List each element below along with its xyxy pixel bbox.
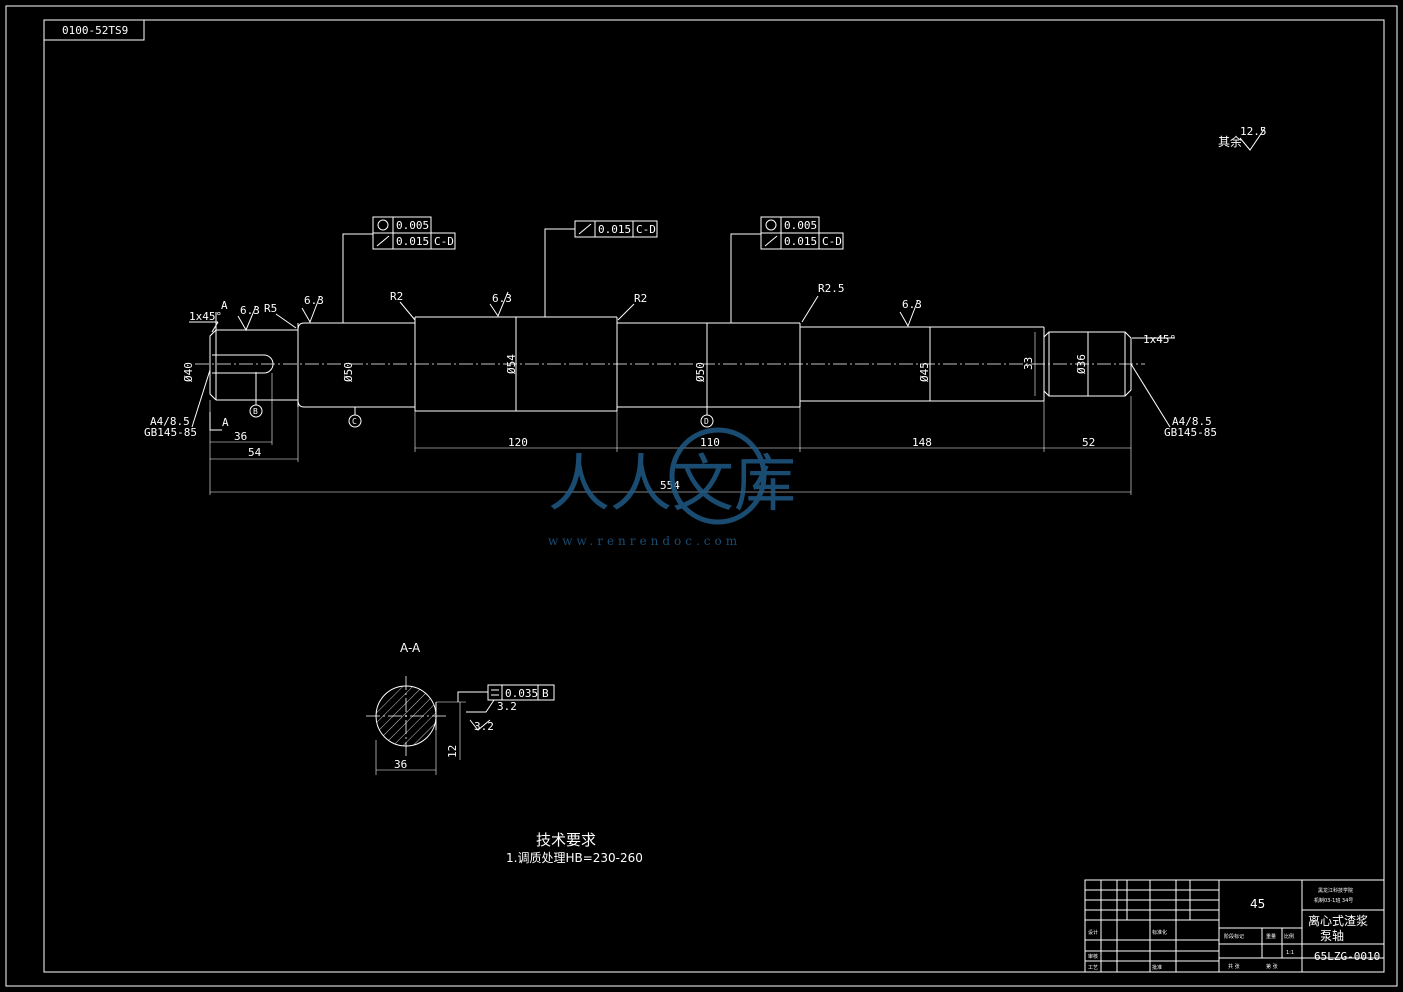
svg-text:比例: 比例 [1284,933,1294,940]
svg-text:6.3: 6.3 [240,304,260,317]
svg-text:3.2: 3.2 [497,700,517,713]
svg-text:36: 36 [234,430,247,443]
svg-text:0.015: 0.015 [784,235,817,248]
diameter-50-right: Ø50 [694,362,707,382]
section-title: A-A [400,641,421,655]
center-hole-left-1: A4/8.5 [150,415,190,428]
part-title-line1: 离心式渣浆 [1308,913,1368,928]
svg-text:36: 36 [394,758,407,771]
svg-text:148: 148 [912,436,932,449]
svg-text:6.3: 6.3 [304,294,324,307]
title-block: 45 黑龙江科技学院 机制03-1班 34号 离心式渣浆 泵轴 阶段标记 重量 … [1084,879,1385,973]
datum-b: B [253,407,258,416]
svg-text:54: 54 [248,446,262,459]
roughness-marks: 6.3 6.3 6.3 6.3 [237,291,922,332]
radius-r2-left: R2 [390,290,403,303]
svg-text:工艺: 工艺 [1088,965,1098,971]
svg-text:标准化: 标准化 [1152,929,1167,936]
svg-text:6.3: 6.3 [492,292,512,305]
tech-requirements-item1: 1.调质处理HB=230-260 [506,851,643,865]
school-line1: 黑龙江科技学院 [1318,887,1353,894]
svg-text:批准: 批准 [1152,964,1162,971]
diameter-45: Ø45 [918,362,931,382]
diameter-40: Ø40 [182,362,195,382]
svg-text:C-D: C-D [636,223,656,236]
radius-r2-right: R2 [634,292,647,305]
roughness-note-label: 其余 [1218,134,1242,149]
svg-text:12: 12 [446,745,459,758]
tolerance-frame-1: 0.005 0.015 C-D [342,216,456,323]
svg-text:阶段标记: 阶段标记 [1224,933,1244,940]
radius-r2-5: R2.5 [818,282,845,295]
material: 45 [1250,897,1265,911]
shaft [195,316,1145,412]
svg-text:3.2: 3.2 [474,720,494,733]
datum-c: C [352,417,357,426]
section-view: A-A 0.035 B 3.2 3.2 36 12 [366,641,555,775]
center-hole-right-2: GB145-85 [1164,426,1217,439]
chamfer-left: 1x45° [189,310,222,323]
tolerance-frame-3: 0.005 0.015 C-D [730,216,844,323]
tolerance-frame-2: 0.015 C-D [544,220,658,317]
svg-text:6.3: 6.3 [902,298,922,311]
svg-text:共 张: 共 张 [1228,963,1240,970]
datum-d: D [704,417,709,426]
svg-text:0.015: 0.015 [396,235,429,248]
drawing-number-stamp: 0100-52TS9 [62,24,128,37]
outer-border [5,5,1398,987]
svg-text:设计: 设计 [1088,929,1098,936]
svg-text:重量: 重量 [1266,933,1276,940]
drawing-no: 65LZG-0010 [1314,950,1380,963]
svg-text:第 张: 第 张 [1266,963,1278,970]
chamfer-right: 1x45° [1143,333,1176,346]
radius-r5: R5 [264,302,277,315]
svg-text:审核: 审核 [1088,953,1098,960]
length-dimensions: 36 54 120 110 148 52 554 [209,373,1132,495]
dimension-33: 33 [1022,357,1035,370]
svg-text:B: B [542,687,549,700]
svg-text:120: 120 [508,436,528,449]
inner-border [43,19,1385,973]
svg-text:0.035: 0.035 [505,687,538,700]
scale: 1:1 [1286,950,1294,956]
svg-text:C-D: C-D [822,235,842,248]
diameter-50-left: Ø50 [342,362,355,382]
center-hole-left-2: GB145-85 [144,426,197,439]
svg-text:0.005: 0.005 [396,219,429,232]
section-mark-a-bottom: A [222,416,229,429]
diameter-54: Ø54 [505,354,518,374]
tech-requirements-heading: 技术要求 [536,831,596,849]
school-line2: 机制03-1班 34号 [1314,897,1353,904]
svg-text:0.005: 0.005 [784,219,817,232]
svg-text:52: 52 [1082,436,1095,449]
watermark-brand: 人人文库 [548,447,796,520]
watermark: 人人文库 www.renrendoc.com [548,427,796,548]
part-title-line2: 泵轴 [1320,928,1344,943]
diameter-36: Ø36 [1075,354,1088,374]
svg-text:110: 110 [700,436,720,449]
watermark-url: www.renrendoc.com [548,534,741,548]
svg-text:0.015: 0.015 [598,223,631,236]
svg-text:C-D: C-D [434,235,454,248]
section-mark-a-top: A [221,299,228,312]
center-hole-right-1: A4/8.5 [1172,415,1212,428]
